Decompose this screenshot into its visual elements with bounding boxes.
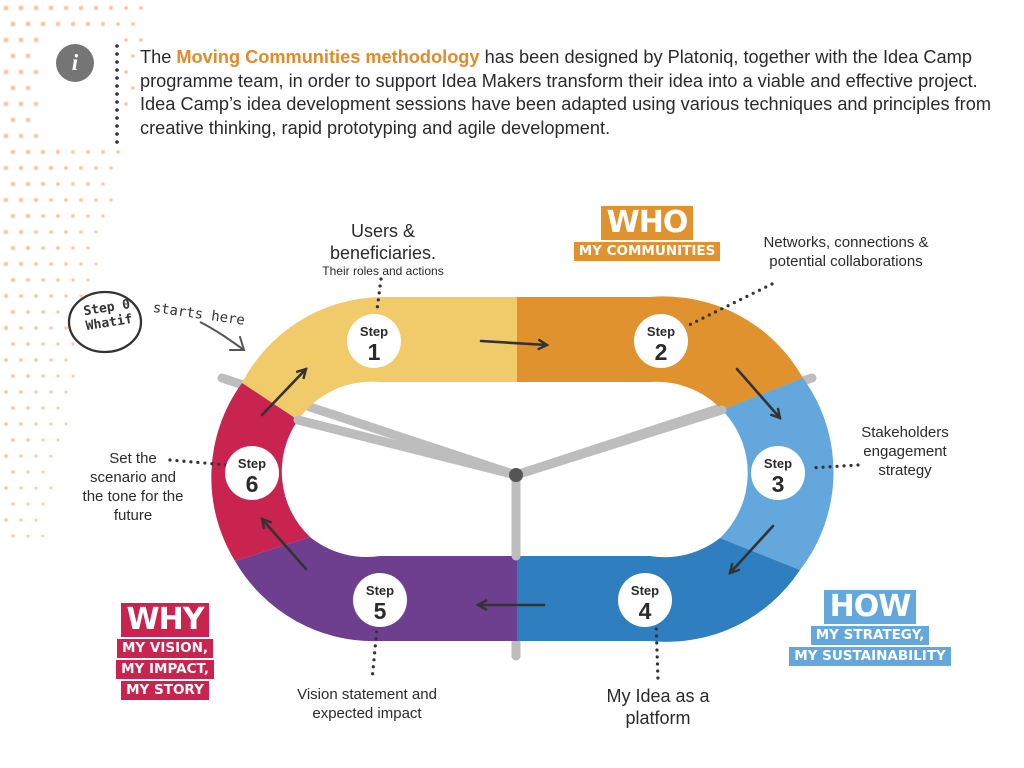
how-line: MY SUSTAINABILITY (789, 647, 951, 666)
arrow-2-to-3 (735, 367, 780, 418)
step-4-node: Step 4 (618, 573, 672, 627)
step-label: Step (360, 324, 388, 339)
why-line: MY IMPACT, (116, 660, 214, 679)
methodology-highlight: Moving Communities methodology (176, 47, 480, 67)
step-label: Step (647, 324, 675, 339)
step-circle (751, 446, 805, 500)
connector-hub (293, 405, 727, 561)
step-label: Step (631, 583, 659, 598)
why-line: MY STORY (121, 681, 209, 700)
why-stamp: WHY MY VISION, MY IMPACT, MY STORY (112, 603, 218, 700)
starts-here-arrow (199, 321, 245, 351)
step-circle (225, 446, 279, 500)
step-circle (353, 573, 407, 627)
step-circle (347, 314, 401, 368)
step-number: 6 (246, 471, 259, 497)
why-title: WHY (120, 603, 210, 637)
arrow-5-to-6 (262, 519, 308, 571)
step-5-node: Step 5 (353, 573, 407, 627)
step-number: 1 (368, 339, 381, 365)
leader-step-3 (808, 463, 860, 470)
how-title: HOW (823, 590, 917, 624)
step-0-badge (67, 290, 143, 354)
flow-arrows (262, 341, 780, 605)
step-2-node: Step 2 (634, 314, 688, 368)
step-3-description: Stakeholders engagement strategy (861, 424, 949, 479)
step-label: Step (238, 456, 266, 471)
step-circle (618, 573, 672, 627)
leader-dots (168, 277, 860, 682)
step-5-description: Vision statement and expected impact (297, 686, 437, 722)
how-stamp: HOW MY STRATEGY, MY SUSTAINABILITY (789, 590, 951, 666)
intro-paragraph: The Moving Communities methodology has b… (140, 47, 991, 138)
leader-step-4 (654, 620, 660, 682)
step-2-description: Networks, connections & potential collab… (763, 234, 929, 270)
decorative-dot-pattern (0, 0, 150, 560)
step-6-description: Set the scenario and the tone for the fu… (82, 450, 184, 524)
leader-step-2 (687, 282, 774, 327)
step-number: 4 (639, 598, 652, 624)
info-icon: i (56, 44, 94, 82)
step-1-description: Users & beneficiaries. Their roles and a… (318, 220, 448, 279)
step-number: 2 (655, 339, 668, 365)
hub-dot (509, 468, 523, 482)
step-4-description: My Idea as a platform (606, 686, 710, 728)
step-1-subtitle: Their roles and actions (322, 264, 444, 278)
how-line: MY STRATEGY, (810, 626, 930, 645)
who-title: WHO (600, 206, 694, 240)
who-line: MY COMMUNITIES (573, 242, 721, 261)
step-6-node: Step 6 (225, 446, 279, 500)
why-line: MY VISION, (116, 639, 214, 658)
arrow-3-to-4 (730, 524, 775, 573)
step-circle (634, 314, 688, 368)
leader-step-6 (168, 458, 229, 467)
dotted-divider (115, 42, 119, 146)
who-stamp: WHO MY COMMUNITIES (573, 206, 721, 261)
step-label: Step (366, 583, 394, 598)
arrow-6-to-1 (260, 369, 306, 417)
step-number: 3 (772, 471, 785, 497)
step-1-node: Step 1 (347, 314, 401, 368)
arrow-1-to-2 (479, 341, 547, 345)
step-number: 5 (374, 598, 387, 624)
step-3-node: Step 3 (751, 446, 805, 500)
step-label: Step (764, 456, 792, 471)
